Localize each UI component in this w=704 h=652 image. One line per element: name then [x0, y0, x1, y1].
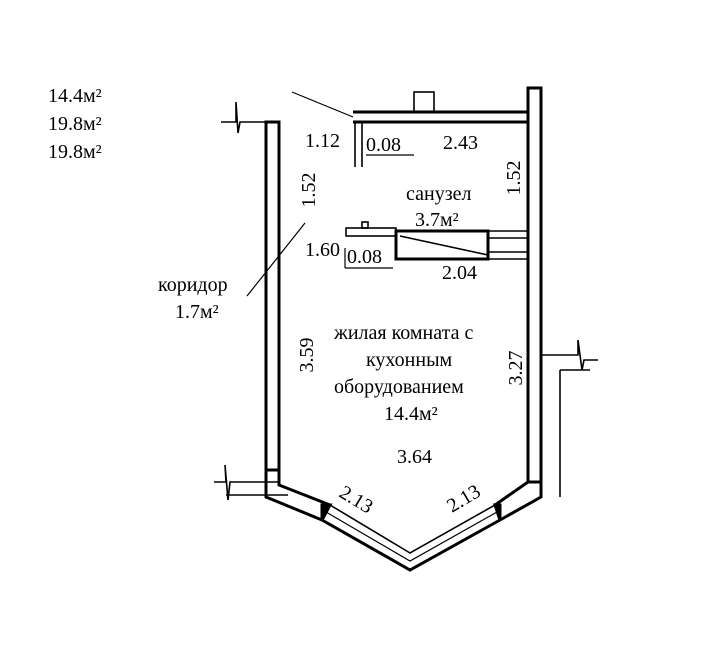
area-total: 19.8м²	[48, 113, 102, 135]
dim-left-top: 1.12	[305, 130, 340, 152]
dim-bath-width: 2.43	[443, 132, 478, 154]
dim-right-room: 3.27	[505, 351, 527, 386]
dim-room-width: 3.64	[397, 446, 432, 468]
dim-kitchen-width: 2.04	[442, 262, 477, 284]
dim-left-mid: 1.52	[298, 173, 320, 208]
right-wall-break	[541, 339, 598, 497]
dim-wall-2: 0.08	[347, 246, 382, 268]
dim-right-top: 1.52	[503, 161, 525, 196]
annotation-lines	[246, 91, 414, 297]
area-summary: 14.4м² 19.8м² 19.8м²	[48, 82, 102, 166]
bathroom-name: санузел	[406, 183, 471, 205]
dim-wall-1: 0.08	[366, 134, 401, 156]
living-room-line-3: оборудованием	[334, 376, 464, 398]
living-room-line-2: кухонным	[366, 349, 453, 371]
dim-bay-right: 2.13	[443, 480, 484, 517]
area-living: 14.4м²	[48, 85, 102, 107]
living-room-area: 14.4м²	[384, 403, 438, 425]
dim-left-low: 1.60	[305, 239, 340, 261]
walls	[264, 86, 543, 572]
left-wall-break	[214, 101, 288, 501]
dim-left-room: 3.59	[296, 338, 318, 373]
corridor-area: 1.7м²	[175, 301, 219, 323]
bathroom-area: 3.7м²	[415, 209, 459, 231]
area-total-2: 19.8м²	[48, 141, 102, 163]
living-room-line-1: жилая комната с	[333, 322, 473, 344]
corridor-name: коридор	[158, 274, 228, 296]
